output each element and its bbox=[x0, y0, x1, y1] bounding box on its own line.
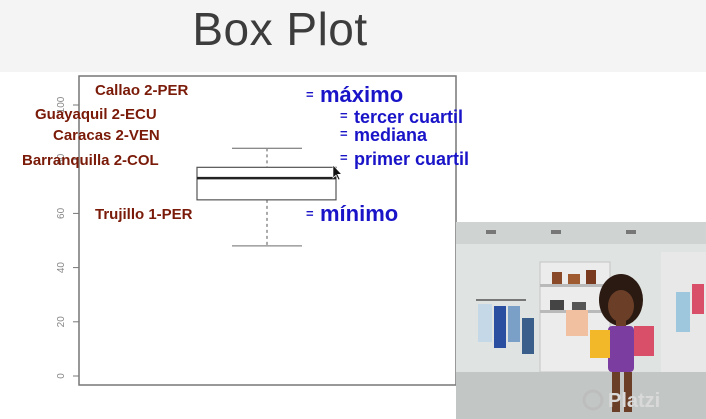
mouse-cursor-icon bbox=[332, 164, 343, 181]
y-axis: 0 20 40 60 80 100 bbox=[56, 96, 79, 379]
equals-sign: = bbox=[340, 150, 348, 165]
city-label-q3: Guayaquil 2-ECU bbox=[35, 106, 157, 123]
y-tick-label: 80 bbox=[56, 153, 67, 165]
term-label-median: mediana bbox=[354, 125, 428, 145]
city-label-max: Callao 2-PER bbox=[95, 82, 189, 99]
shopper-illustration: Platzi bbox=[456, 222, 706, 419]
equals-sign: = bbox=[340, 108, 348, 123]
term-label-q1: primer cuartil bbox=[354, 149, 469, 169]
shopping-scene-illustration: Platzi bbox=[456, 222, 706, 419]
city-label-median: Caracas 2-VEN bbox=[53, 127, 160, 144]
equals-sign: = bbox=[306, 87, 314, 102]
y-tick-label: 40 bbox=[56, 262, 67, 274]
term-label-max: máximo bbox=[320, 82, 403, 107]
y-tick-label: 0 bbox=[56, 373, 67, 379]
y-tick-label: 20 bbox=[56, 316, 67, 328]
city-label-min: Trujillo 1-PER bbox=[95, 206, 193, 223]
equals-sign: = bbox=[306, 206, 314, 221]
box-glyph bbox=[196, 147, 337, 247]
slide-header-band bbox=[0, 0, 706, 72]
city-label-q1: Barranquilla 2-COL bbox=[22, 152, 159, 169]
y-tick-label: 100 bbox=[56, 96, 67, 113]
term-label-q3: tercer cuartil bbox=[354, 107, 463, 127]
platzi-logo-text: Platzi bbox=[608, 390, 660, 412]
y-tick-label: 60 bbox=[56, 207, 67, 219]
equals-sign: = bbox=[340, 126, 348, 141]
term-label-min: mínimo bbox=[320, 201, 398, 226]
slide-title: Box Plot bbox=[192, 3, 368, 55]
iqr-box bbox=[196, 166, 337, 201]
platzi-logo-icon bbox=[582, 389, 604, 411]
